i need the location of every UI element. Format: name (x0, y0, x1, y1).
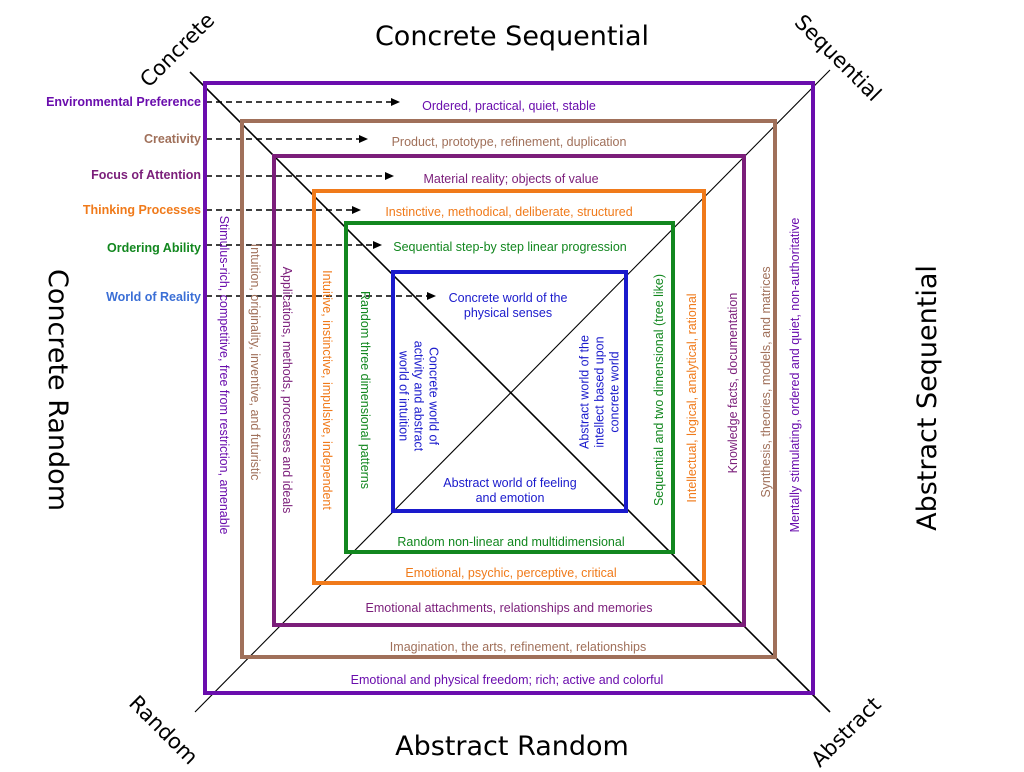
focus-right-text: Knowledge facts, documentation (726, 292, 740, 474)
title-concrete-random: Concrete Random (42, 268, 73, 512)
reality-left-text: Concrete world of activity and abstract … (396, 340, 441, 452)
title-abstract-random: Abstract Random (395, 731, 629, 762)
thinking-bottom-text: Emotional, psychic, perceptive, critical (405, 566, 617, 580)
title-abstract-sequential: Abstract Sequential (912, 265, 943, 531)
title-concrete-sequential: Concrete Sequential (374, 21, 650, 52)
square-ordering (344, 221, 675, 554)
legend-world-of-reality: World of Reality (106, 290, 201, 304)
environmental-top-text: Ordered, practical, quiet, stable (422, 99, 596, 113)
legend-ordering-ability: Ordering Ability (107, 241, 201, 255)
creativity-bottom-text: Imagination, the arts, refinement, relat… (389, 640, 647, 654)
legend-arrowheads (352, 98, 436, 300)
ordering-bottom-text: Random non-linear and multidimensional (397, 535, 625, 549)
square-focus (272, 154, 746, 627)
legend-focus-of-attention: Focus of Attention (91, 168, 201, 182)
focus-bottom-text: Emotional attachments, relationships and… (365, 601, 653, 615)
ordering-top-text: Sequential step-by step linear progressi… (393, 240, 627, 254)
legend-thinking-processes: Thinking Processes (82, 203, 201, 217)
diagonal-sequential-random (194, 69, 831, 713)
creativity-top-text: Product, prototype, refinement, duplicat… (391, 135, 627, 149)
thinking-top-text: Instinctive, methodical, deliberate, str… (385, 205, 633, 219)
thinking-right-text: Intellectual, logical, analytical, ratio… (685, 293, 699, 503)
environmental-bottom-text: Emotional and physical freedom; rich; ac… (350, 673, 664, 687)
environmental-left-text: Stimulus-rich, competitive, free from re… (217, 215, 231, 535)
square-environmental (203, 81, 815, 695)
reality-right-text: Abstract world of the intellect based up… (577, 335, 622, 449)
square-thinking (312, 189, 706, 585)
legend-creativity: Creativity (144, 132, 201, 146)
square-reality (391, 270, 628, 513)
thinking-left-text: Intuitive, instinctive, impulsive, indep… (320, 270, 334, 510)
focus-left-text: Applications, methods, processes and ide… (280, 266, 294, 514)
square-creativity (240, 119, 777, 659)
legend-environmental-preference: Environmental Preference (46, 95, 201, 109)
creativity-left-text: Intuition, originality, inventive, and f… (248, 243, 262, 481)
focus-top-text: Material reality; objects of value (423, 172, 599, 186)
environmental-right-text: Mentally stimulating, ordered and quiet,… (788, 217, 802, 533)
creativity-right-text: Synthesis, theories, models, and matrice… (759, 266, 773, 498)
ordering-left-text: Random three dimensional patterns (358, 290, 372, 490)
reality-bottom-text: Abstract world of feeling and emotion (443, 476, 577, 505)
diagonal-concrete-abstract (189, 71, 831, 713)
ordering-right-text: Sequential and two dimensional (tree lik… (652, 273, 666, 507)
reality-top-text: Concrete world of the physical senses (448, 291, 568, 320)
